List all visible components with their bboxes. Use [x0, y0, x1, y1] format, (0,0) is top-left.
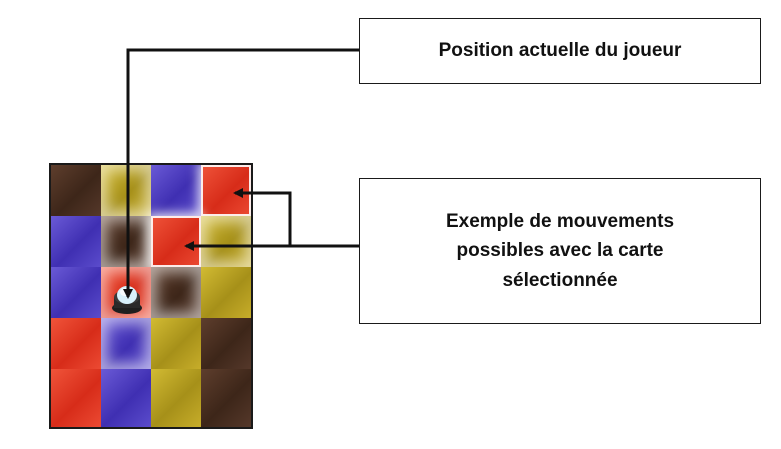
- possible-moves-label-box: Exemple de mouvements possibles avec la …: [359, 178, 761, 324]
- tile-r4-c2: [151, 369, 201, 427]
- tile-r2-c3: [201, 267, 251, 318]
- tile-r4-c1: [101, 369, 151, 427]
- current-position-label: Position actuelle du joueur: [438, 40, 682, 62]
- tile-r2-c0: [51, 267, 101, 318]
- tile-r0-c2: [151, 165, 201, 216]
- tile-r2-c2: [151, 267, 201, 318]
- tile-r4-c3: [201, 369, 251, 427]
- arrow-to-move-1: [233, 188, 359, 248]
- possible-moves-label: Exemple de mouvements possibles avec la …: [445, 210, 675, 291]
- tile-r1-c3: [201, 216, 251, 267]
- tile-r3-c2: [151, 318, 201, 369]
- tile-r1-c0: [51, 216, 101, 267]
- tile-r3-c3: [201, 318, 251, 369]
- tile-r3-c1: [101, 318, 151, 369]
- tile-r3-c0: [51, 318, 101, 369]
- current-position-label-box: Position actuelle du joueur: [359, 18, 761, 84]
- tile-r1-c1: [101, 216, 151, 267]
- arrow-to-player: [123, 48, 359, 299]
- tile-r4-c0: [51, 369, 101, 427]
- tile-r0-c1: [101, 165, 151, 216]
- tile-r0-c0: [51, 165, 101, 216]
